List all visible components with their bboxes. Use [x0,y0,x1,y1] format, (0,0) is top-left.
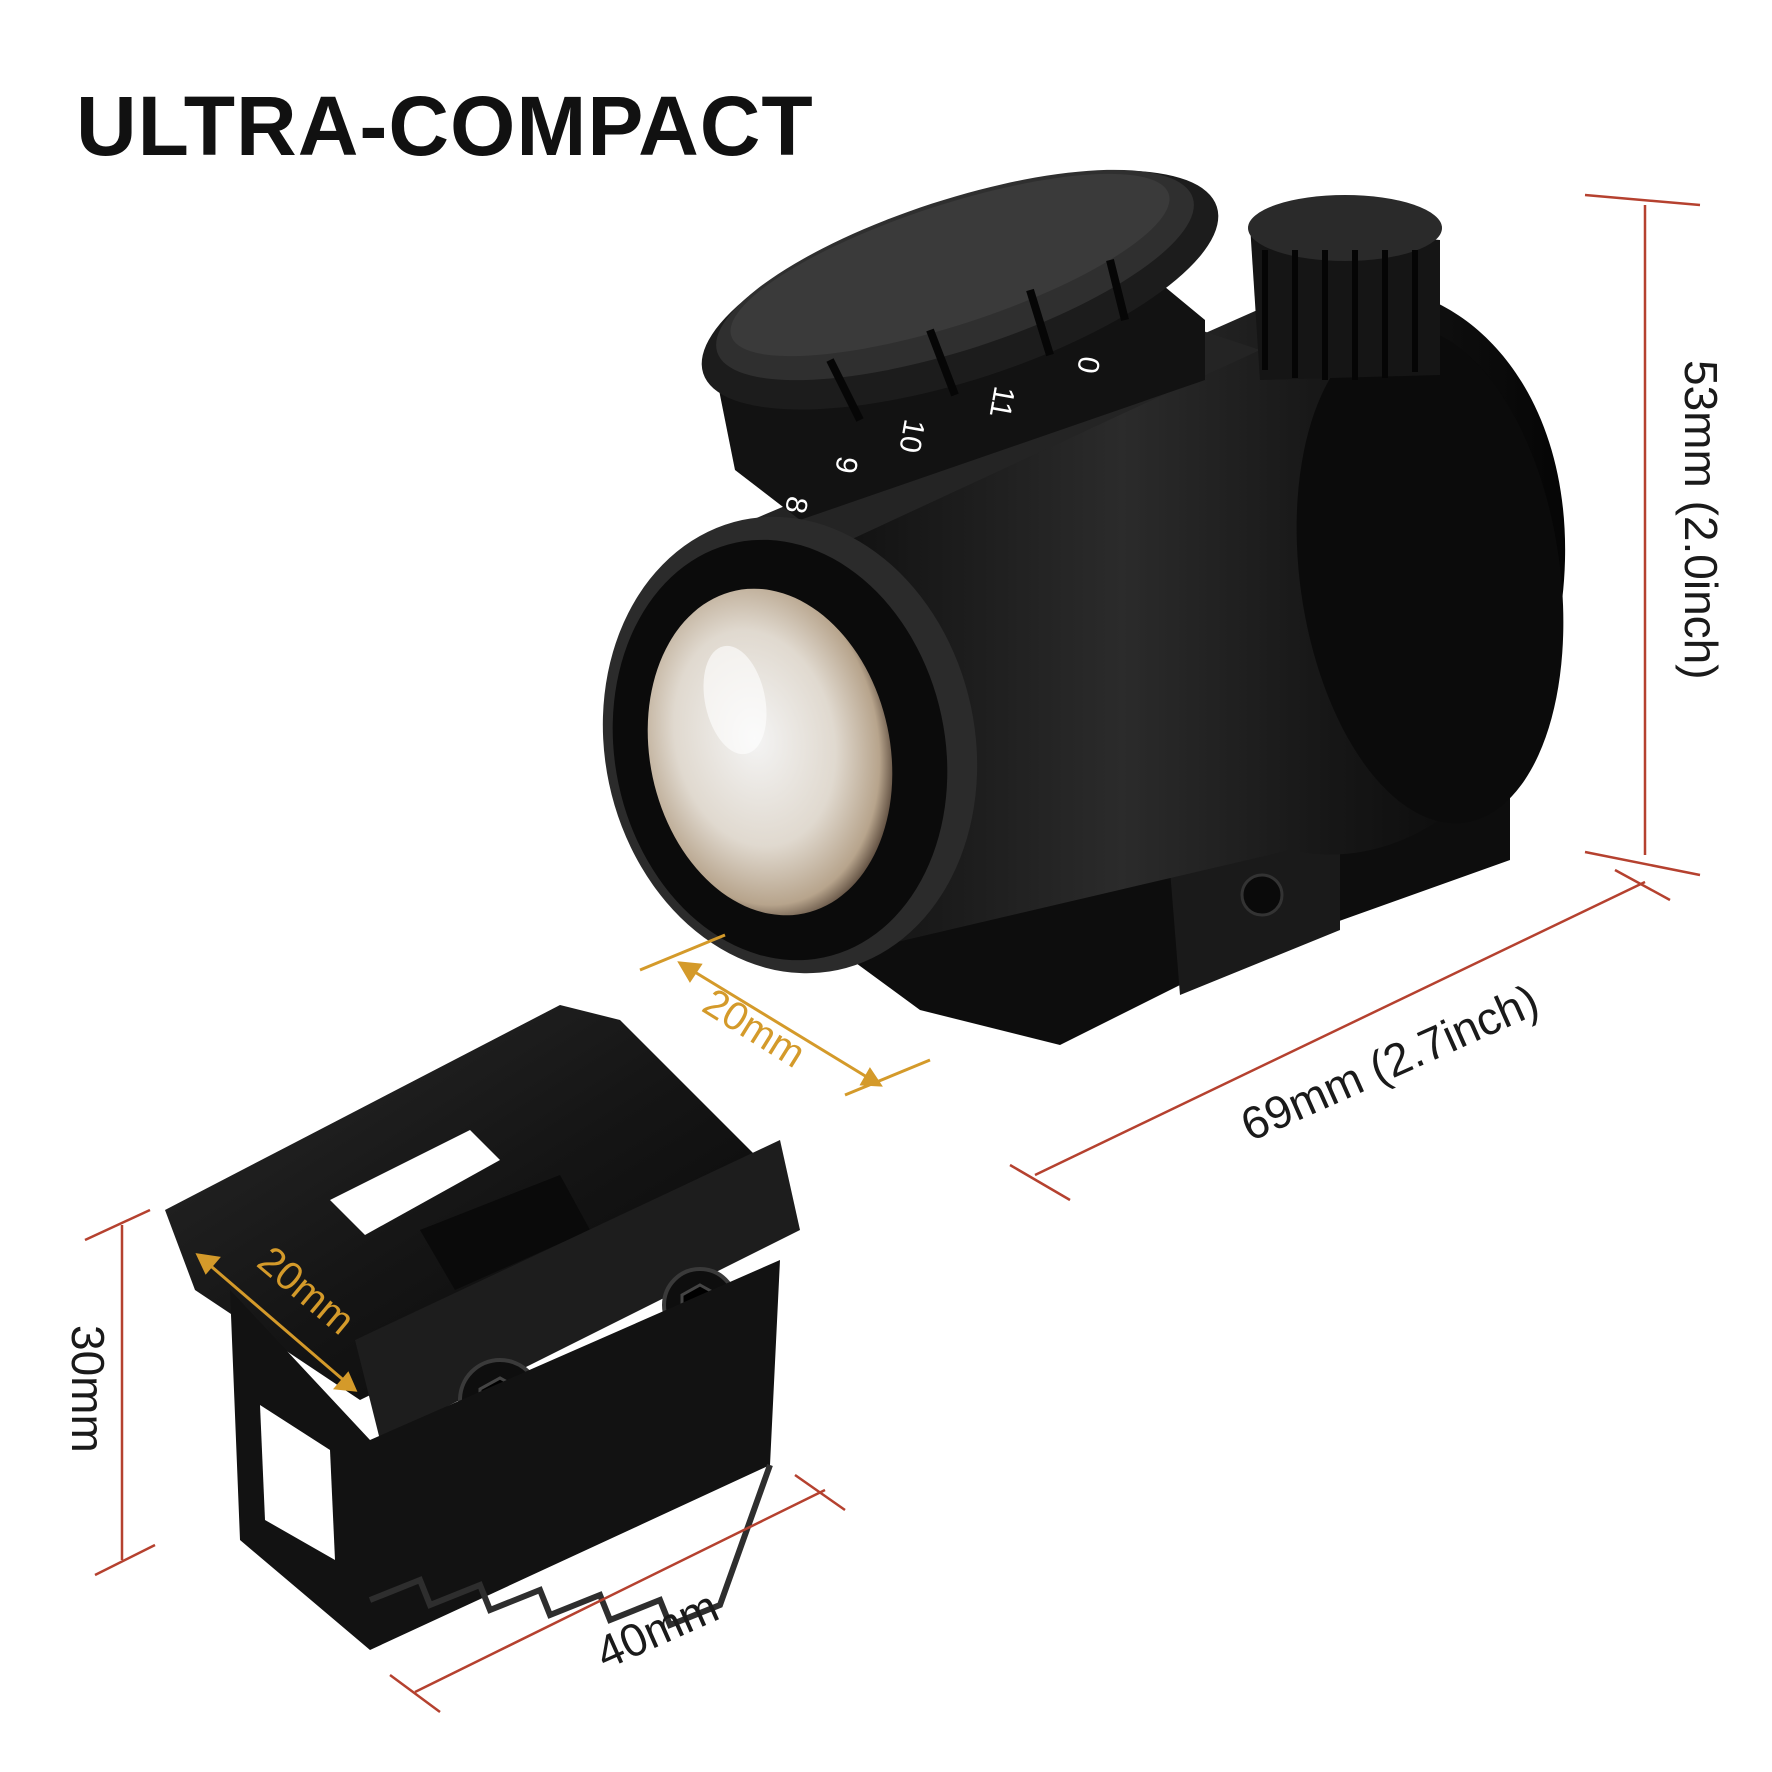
objective-lens-housing [602,516,978,974]
sight-rail-dimension [639,933,931,1097]
mount-rail-dimension [195,1253,358,1392]
elevation-knob [1248,195,1442,380]
height-dimension [1584,193,1701,877]
mount-recoil-groove [420,1175,590,1290]
dial-number: 0 [1070,354,1105,376]
mount-lower-body [230,1260,780,1650]
mount-height-dimension [84,1208,156,1577]
mount-clamp-block [355,1140,800,1440]
dial-numbers: 8 9 10 11 0 [778,354,1105,516]
mount-height-label: 30mm [62,1325,114,1453]
clamp-screw [1240,873,1284,917]
mount-rail-teeth [368,1463,773,1629]
dial-number: 10 [892,417,930,456]
brightness-dial [701,169,1219,520]
sight-rear-cap [1296,326,1564,824]
mount-length-dimension [389,1473,846,1714]
riser-mount-image [165,1005,800,1650]
dial-number: 11 [983,384,1021,420]
mount-top-plate [165,1005,790,1400]
mount-length-label: 40mm [588,1580,726,1679]
red-dot-sight-image: 8 9 10 11 0 [602,169,1566,1045]
page-title: ULTRA-COMPACT [76,79,814,173]
dial-number: 9 [828,454,863,476]
dimension-lines [84,193,1701,1714]
mount-slot [330,1130,500,1235]
height-label: 53mm (2.0inch) [1675,360,1727,680]
length-label: 69mm (2.7inch) [1233,974,1546,1151]
sight-rail-label: 20mm [695,980,813,1076]
length-dimension [1009,868,1671,1202]
mount-side-window [260,1405,335,1560]
dial-number: 8 [778,494,813,516]
